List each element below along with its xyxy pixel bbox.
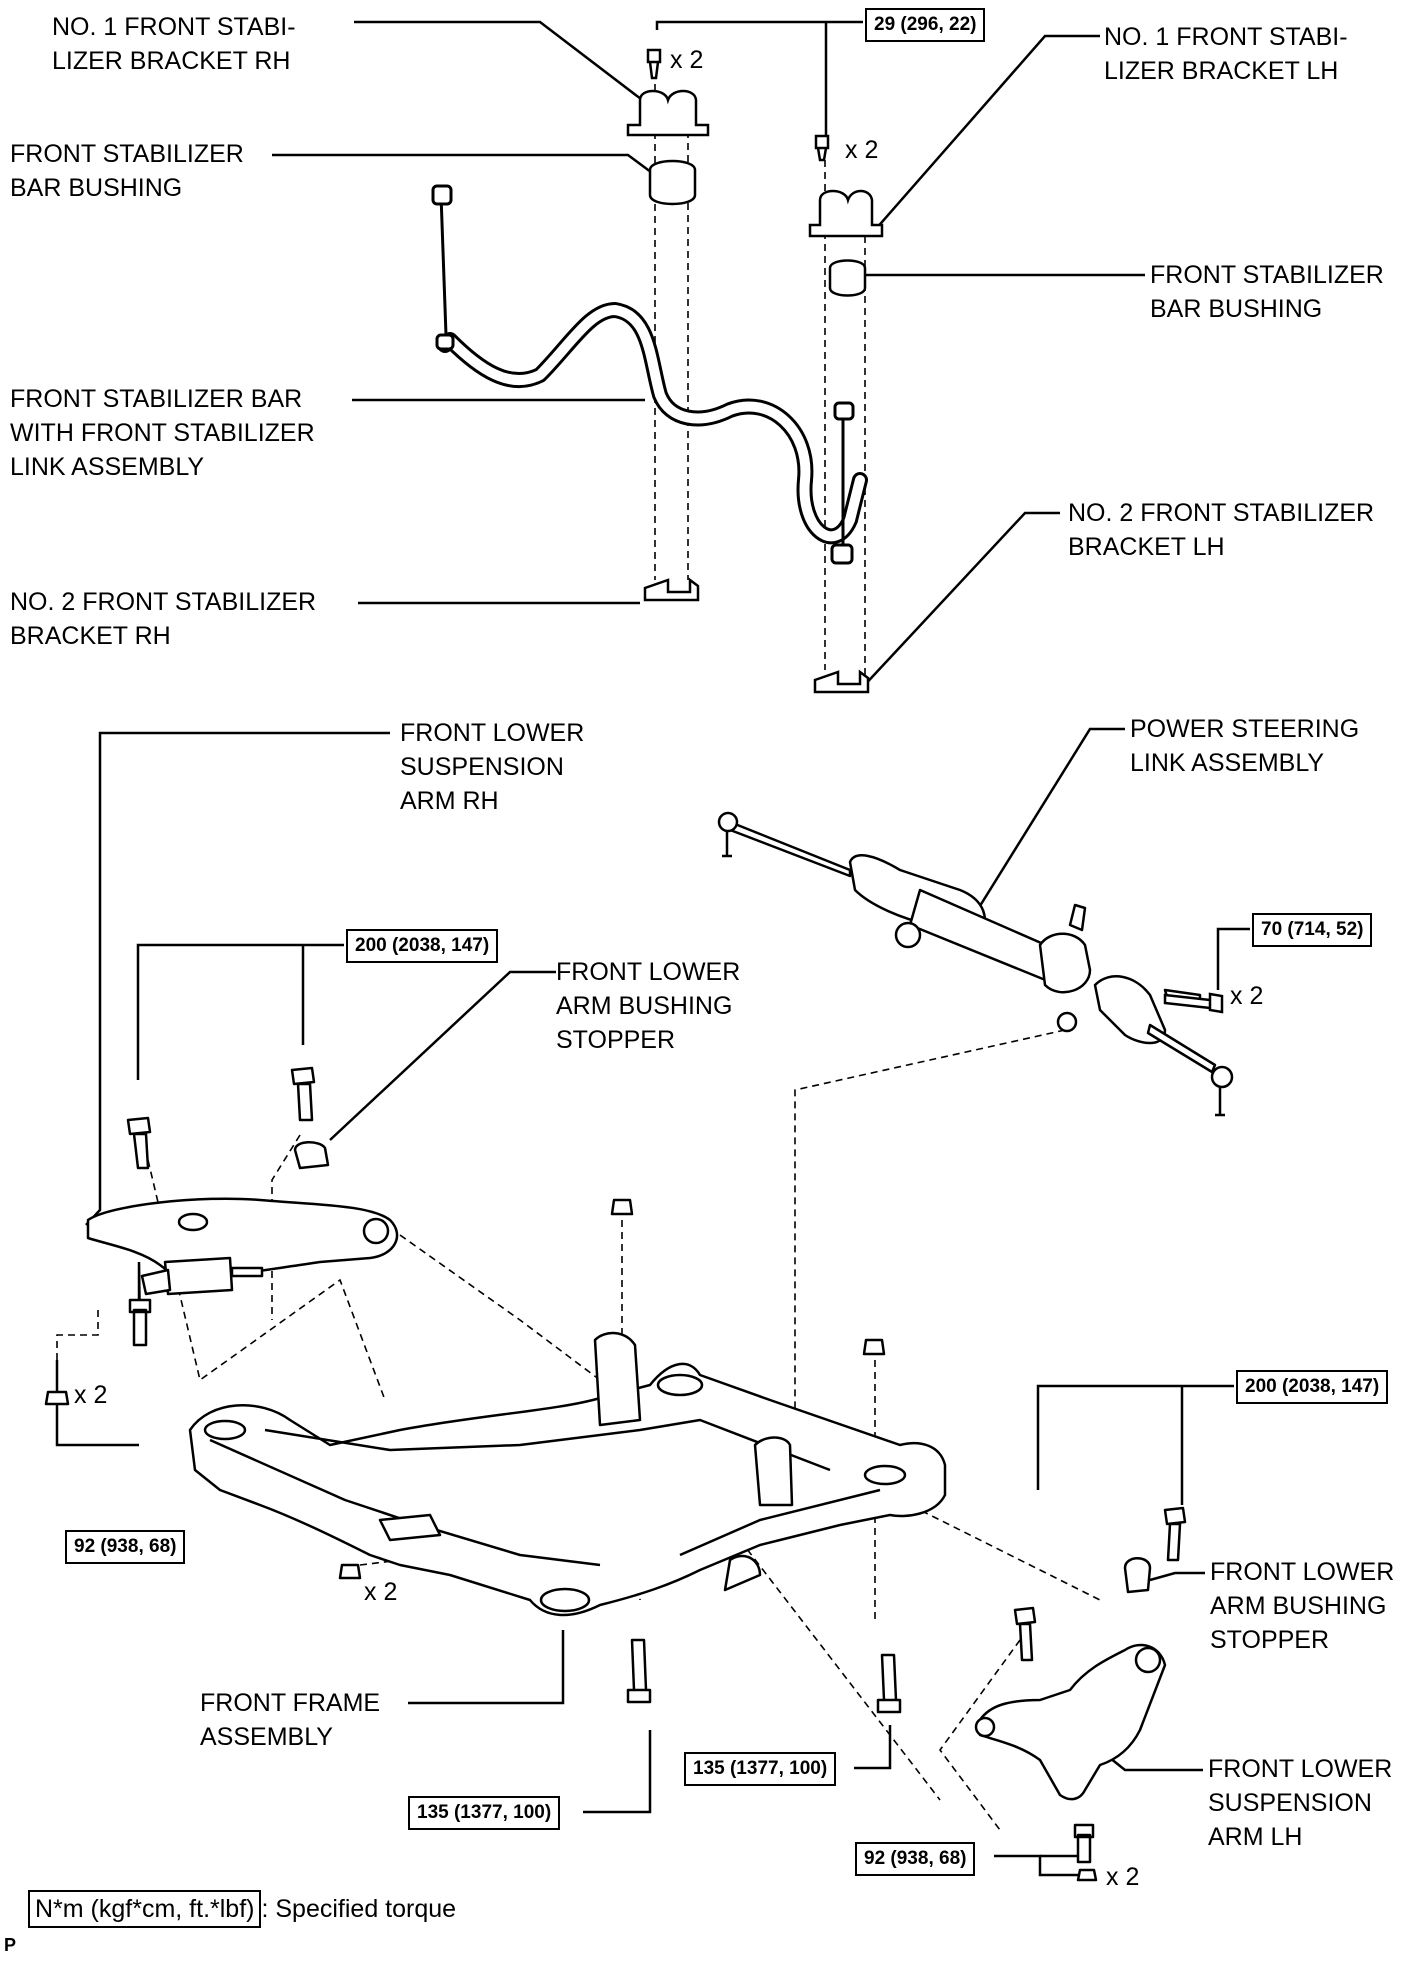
label-lower-arm-rh: FRONT LOWER SUSPENSION ARM RH	[400, 719, 585, 815]
bracket-no1-lh	[808, 189, 884, 238]
leader-nut-lh	[994, 1854, 1085, 1877]
bolt-arm-lh-rear	[1163, 1506, 1187, 1562]
stopper-rh	[293, 1141, 330, 1170]
torque-frame-rear-center: 135 (1377, 100)	[408, 1796, 561, 1830]
label-front-frame: FRONT FRAME ASSEMBLY	[200, 1689, 381, 1751]
leader-nut-rh-bracket	[55, 1360, 139, 1447]
torque-nut-lh: 92 (938, 68)	[855, 1842, 976, 1876]
label-bushing-stopper-lh: FRONT LOWER ARM BUSHING STOPPER	[1210, 1558, 1395, 1654]
label-stab-bushing-rh: FRONT STABILIZER BAR BUSHING	[10, 140, 244, 202]
label-steering-link: POWER STEERING LINK ASSEMBLY	[1130, 715, 1360, 777]
bracket-no2-lh	[813, 669, 870, 694]
label-stab-bracket-no1-lh: NO. 1 FRONT STABI- LIZER BRACKET LH	[1104, 23, 1348, 85]
torque-steering-link: 70 (714, 52)	[1252, 913, 1373, 947]
torque-frame-rear-right: 135 (1377, 100)	[684, 1752, 837, 1786]
bushing-lh	[828, 259, 867, 297]
label-stab-bar-link: FRONT STABILIZER BAR WITH FRONT STABILIZ…	[10, 385, 315, 481]
leader-frame-torque-right	[854, 1725, 892, 1770]
leader-stab-bracket-no1-lh	[874, 34, 1100, 231]
steering-rack	[717, 811, 1234, 1117]
leader-stopper-lh	[1149, 1571, 1205, 1582]
qty-steering-bolt: x 2	[1230, 982, 1264, 1010]
qty-stab-bolt-lh: x 2	[845, 136, 879, 164]
leader-steering-link	[963, 727, 1125, 931]
bolt-stab-lh	[814, 134, 830, 162]
torque-nut-rh: 92 (938, 68)	[65, 1530, 186, 1564]
qty-frame-nut: x 2	[364, 1578, 398, 1606]
label-stab-bracket-no1-rh: NO. 1 FRONT STABI- LIZER BRACKET RH	[52, 13, 296, 75]
leader-stab-bushing-rh	[272, 153, 676, 192]
qty-nut-lh: x 2	[1106, 1863, 1140, 1891]
leader-stab-torque	[655, 20, 863, 30]
align-arm-rh-2	[271, 1134, 301, 1320]
torque-lower-arm-rh: 200 (2038, 147)	[346, 929, 499, 963]
leader-stopper-rh	[329, 970, 556, 1141]
bolt-arm-rh-lower	[128, 1298, 152, 1347]
leader-torque-200-lh	[1036, 1384, 1234, 1490]
align-arm-lh-2	[739, 1539, 941, 1801]
align-arm-lh-1	[939, 1639, 1021, 1831]
torque-lower-arm-lh: 200 (2038, 147)	[1236, 1370, 1389, 1404]
lower-arm-lh	[974, 1506, 1187, 1882]
label-bushing-stopper-rh: FRONT LOWER ARM BUSHING STOPPER	[556, 958, 741, 1054]
bolt-steering	[1163, 992, 1224, 1014]
nut-frame-mid	[862, 1338, 886, 1356]
align-arm-rh-3	[399, 1234, 641, 1600]
bolt-frame-center	[626, 1638, 652, 1704]
align-arm-rh-nut	[56, 1310, 99, 1380]
bracket-no1-rh	[626, 89, 710, 137]
bolt-arm-lh-lower	[1073, 1823, 1095, 1864]
bolt-stab-rh	[646, 48, 662, 80]
label-stab-bracket-no2-lh: NO. 2 FRONT STABILIZER BRACKET LH	[1068, 499, 1375, 561]
label-lower-arm-lh: FRONT LOWER SUSPENSION ARM LH	[1208, 1755, 1393, 1851]
qty-stab-bolt-rh: x 2	[670, 46, 704, 74]
torque-unit-box: N*m (kgf*cm, ft.*lbf)	[28, 1890, 262, 1928]
nut-frame-top	[610, 1198, 634, 1216]
label-stab-bracket-no2-rh: NO. 2 FRONT STABILIZER BRACKET RH	[10, 588, 317, 650]
torque-stab-bracket: 29 (296, 22)	[865, 8, 986, 42]
lower-arm-rh	[44, 1066, 399, 1406]
qty-nut-rh: x 2	[74, 1381, 108, 1409]
leader-stab-bracket-no1-rh	[354, 20, 676, 126]
nut-lh	[1076, 1868, 1098, 1882]
bolt-arm-rh-front	[126, 1116, 152, 1170]
align-steering-to-frame	[794, 1029, 1066, 1460]
label-stab-bushing-lh: FRONT STABILIZER BAR BUSHING	[1150, 261, 1384, 323]
align-arm-lh-3	[899, 1499, 1101, 1601]
stabilizer-bar	[431, 184, 868, 565]
torque-legend: N*m (kgf*cm, ft.*lbf): Specified torque	[28, 1890, 456, 1928]
bolt-arm-rh-rear	[290, 1066, 316, 1122]
leader-lower-arm-rh	[85, 731, 390, 1226]
leader-front-frame	[408, 1630, 565, 1705]
nut-rh	[44, 1390, 70, 1406]
leader-torque-200-rh	[136, 943, 344, 1080]
nut-frame-left	[338, 1563, 362, 1580]
bolt-arm-lh-front	[1013, 1606, 1037, 1662]
leader-frame-torque-center	[583, 1730, 652, 1814]
front-frame	[188, 1198, 947, 1714]
figure-code: P	[4, 1935, 17, 1955]
bracket-no2-rh	[643, 577, 700, 602]
bushing-rh	[648, 159, 697, 206]
leader-stab-bracket-no2-lh	[859, 511, 1060, 691]
leader-steering-torque	[1216, 927, 1250, 990]
torque-legend-text: : Specified torque	[261, 1895, 457, 1923]
bolt-frame-right	[876, 1653, 902, 1714]
stopper-lh	[1123, 1557, 1152, 1594]
